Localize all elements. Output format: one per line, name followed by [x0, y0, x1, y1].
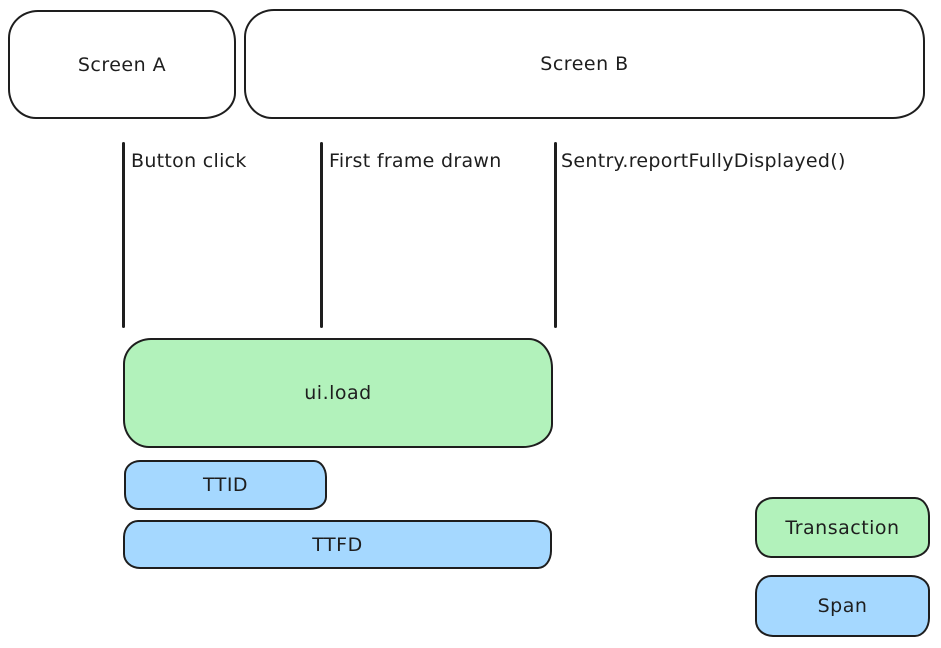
ttid-span-bar: TTID [124, 460, 327, 510]
ttfd-span-bar: TTFD [123, 520, 552, 569]
report-fully-displayed-marker-line [554, 142, 557, 328]
ui-load-transaction-label: ui.load [304, 382, 372, 404]
legend-transaction-box: Transaction [755, 497, 930, 558]
button-click-marker-line [122, 142, 125, 328]
ttid-span-label: TTID [202, 474, 249, 496]
ui-load-transaction-bar: ui.load [123, 338, 553, 448]
screen-b-label: Screen B [540, 53, 629, 75]
screen-a-box: Screen A [8, 10, 236, 119]
report-fully-displayed-marker-label: Sentry.reportFullyDisplayed() [561, 150, 846, 172]
legend-span-box: Span [755, 575, 930, 637]
button-click-marker-label: Button click [131, 150, 247, 172]
first-frame-drawn-marker-line [320, 142, 323, 328]
legend-transaction-label: Transaction [785, 516, 900, 539]
ttfd-span-label: TTFD [312, 533, 363, 556]
legend-span-label: Span [817, 595, 868, 617]
screen-a-label: Screen A [77, 53, 167, 76]
screen-b-box: Screen B [244, 9, 925, 119]
first-frame-drawn-marker-label: First frame drawn [329, 150, 502, 172]
